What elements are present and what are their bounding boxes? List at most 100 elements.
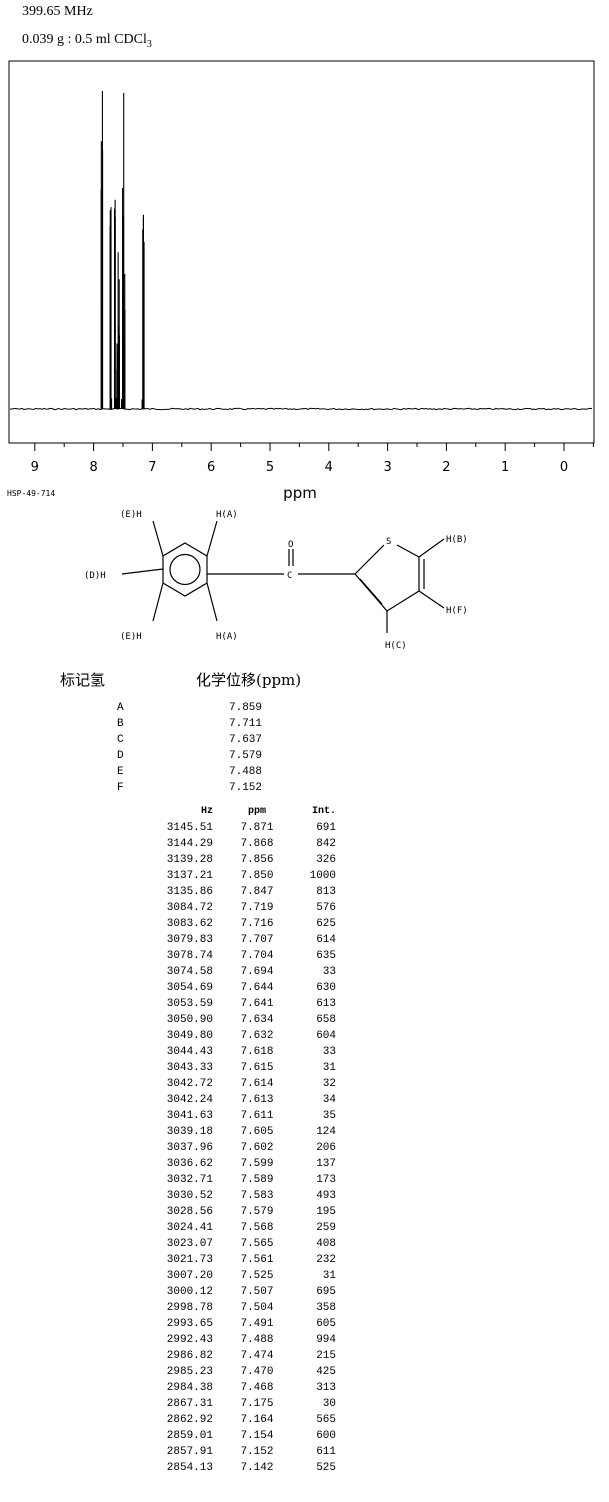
peak-cell-int: 30: [322, 1398, 336, 1410]
peak-cell-int: 605: [316, 1318, 336, 1330]
peak-cell-hz: 3144.29: [166, 838, 213, 850]
peak-cell-hz: 3041.63: [166, 1110, 213, 1122]
peak-cell-ppm: 7.856: [240, 854, 274, 866]
peak-cell-int: 813: [316, 886, 336, 898]
peak-cell-hz: 2986.82: [166, 1350, 213, 1362]
peak-cell-ppm: 7.615: [240, 1062, 274, 1074]
assignment-label: F: [117, 782, 124, 794]
peak-cell-ppm: 7.634: [240, 1014, 274, 1026]
peak-cell-hz: 2867.31: [166, 1398, 213, 1410]
peak-cell-int: 31: [322, 1270, 336, 1282]
peak-cell-int: 565: [316, 1414, 336, 1426]
peak-cell-hz: 3053.59: [166, 998, 213, 1010]
peak-cell-ppm: 7.599: [240, 1158, 274, 1170]
assignment-ppm: 7.488: [229, 766, 263, 778]
label-oxygen: O: [288, 540, 293, 550]
x-tick-label: 3: [383, 460, 391, 475]
peak-cell-int: 1000: [309, 870, 336, 882]
peak-cell-ppm: 7.716: [240, 918, 274, 930]
peak-cell-hz: 3084.72: [166, 902, 213, 914]
peak-cell-int: 425: [316, 1366, 336, 1378]
peak-cell-hz: 3054.69: [166, 982, 213, 994]
peak-cell-ppm: 7.613: [240, 1094, 274, 1106]
peak-cell-hz: 3036.62: [166, 1158, 213, 1170]
bond-hf: [418, 590, 445, 609]
peak-cell-ppm: 7.175: [240, 1398, 274, 1410]
x-tick-label: 9: [31, 460, 39, 475]
peak-cell-ppm: 7.468: [240, 1382, 274, 1394]
assignment-row: F 7.152: [117, 780, 317, 796]
peak-cell-hz: 3050.90: [166, 1014, 213, 1026]
bond-he-bot: [152, 582, 164, 622]
peak-cell-ppm: 7.491: [240, 1318, 274, 1330]
peak-cell-ppm: 7.644: [240, 982, 274, 994]
peak-cell-ppm: 7.704: [240, 950, 274, 962]
peak-cell-hz: 2985.23: [166, 1366, 213, 1378]
assignment-label: C: [117, 734, 124, 746]
label-he-bot: (E)H: [120, 632, 142, 642]
peak-cell-ppm: 7.589: [240, 1174, 274, 1186]
spectrometer-frequency: 399.65 MHz: [22, 4, 93, 19]
peak-cell-int: 215: [316, 1350, 336, 1362]
assignment-header-label: 标记氢: [60, 671, 106, 689]
peak-cell-hz: 2857.91: [166, 1446, 213, 1458]
peak-cell-hz: 2992.43: [166, 1334, 213, 1346]
peak-cell-ppm: 7.579: [240, 1206, 274, 1218]
peak-cell-hz: 3078.74: [166, 950, 213, 962]
peak-cell-ppm: 7.583: [240, 1190, 274, 1202]
bond-hb: [418, 538, 445, 558]
x-tick-label: 4: [325, 460, 333, 475]
peak-cell-ppm: 7.641: [240, 998, 274, 1010]
peak-cell-int: 35: [322, 1110, 336, 1122]
peak-cell-hz: 3021.73: [166, 1254, 213, 1266]
major-ticks: [34, 443, 565, 451]
peak-cell-int: 32: [322, 1078, 336, 1090]
peak-cell-int: 33: [322, 966, 336, 978]
peak-cell-hz: 3030.52: [166, 1190, 213, 1202]
peak-cell-int: 137: [316, 1158, 336, 1170]
thiophene-double-c3-c2: [359, 578, 383, 605]
x-axis-label: ppm: [283, 484, 317, 502]
peak-row: 3036.62 7.599 137: [155, 1156, 345, 1172]
peak-cell-hz: 3028.56: [166, 1206, 213, 1218]
label-ha-bot: H(A): [216, 632, 238, 642]
peak-cell-hz: 3007.20: [166, 1270, 213, 1282]
peak-cell-int: 658: [316, 1014, 336, 1026]
assignment-label: A: [117, 702, 124, 714]
peak-cell-hz: 3049.80: [166, 1030, 213, 1042]
peak-cell-hz: 3145.51: [166, 822, 213, 834]
peak-cell-int: 358: [316, 1302, 336, 1314]
peak-cell-hz: 3000.12: [166, 1286, 213, 1298]
minor-ticks: [63, 443, 594, 447]
assignment-ppm: 7.859: [229, 702, 263, 714]
assignment-ppm: 7.637: [229, 734, 263, 746]
thiophene-bond-c2-s: [354, 544, 385, 575]
x-tick-label: 2: [442, 460, 450, 475]
x-tick-label: 7: [148, 460, 156, 475]
peak-cell-int: 33: [322, 1046, 336, 1058]
peak-cell-ppm: 7.504: [240, 1302, 274, 1314]
peak-cell-int: 232: [316, 1254, 336, 1266]
label-sulfur: S: [386, 537, 391, 547]
peak-cell-hz: 3137.21: [166, 870, 213, 882]
peak-cell-ppm: 7.565: [240, 1238, 274, 1250]
assignment-ppm: 7.152: [229, 782, 263, 794]
peak-cell-hz: 2984.38: [166, 1382, 213, 1394]
peak-cell-hz: 3139.28: [166, 854, 213, 866]
